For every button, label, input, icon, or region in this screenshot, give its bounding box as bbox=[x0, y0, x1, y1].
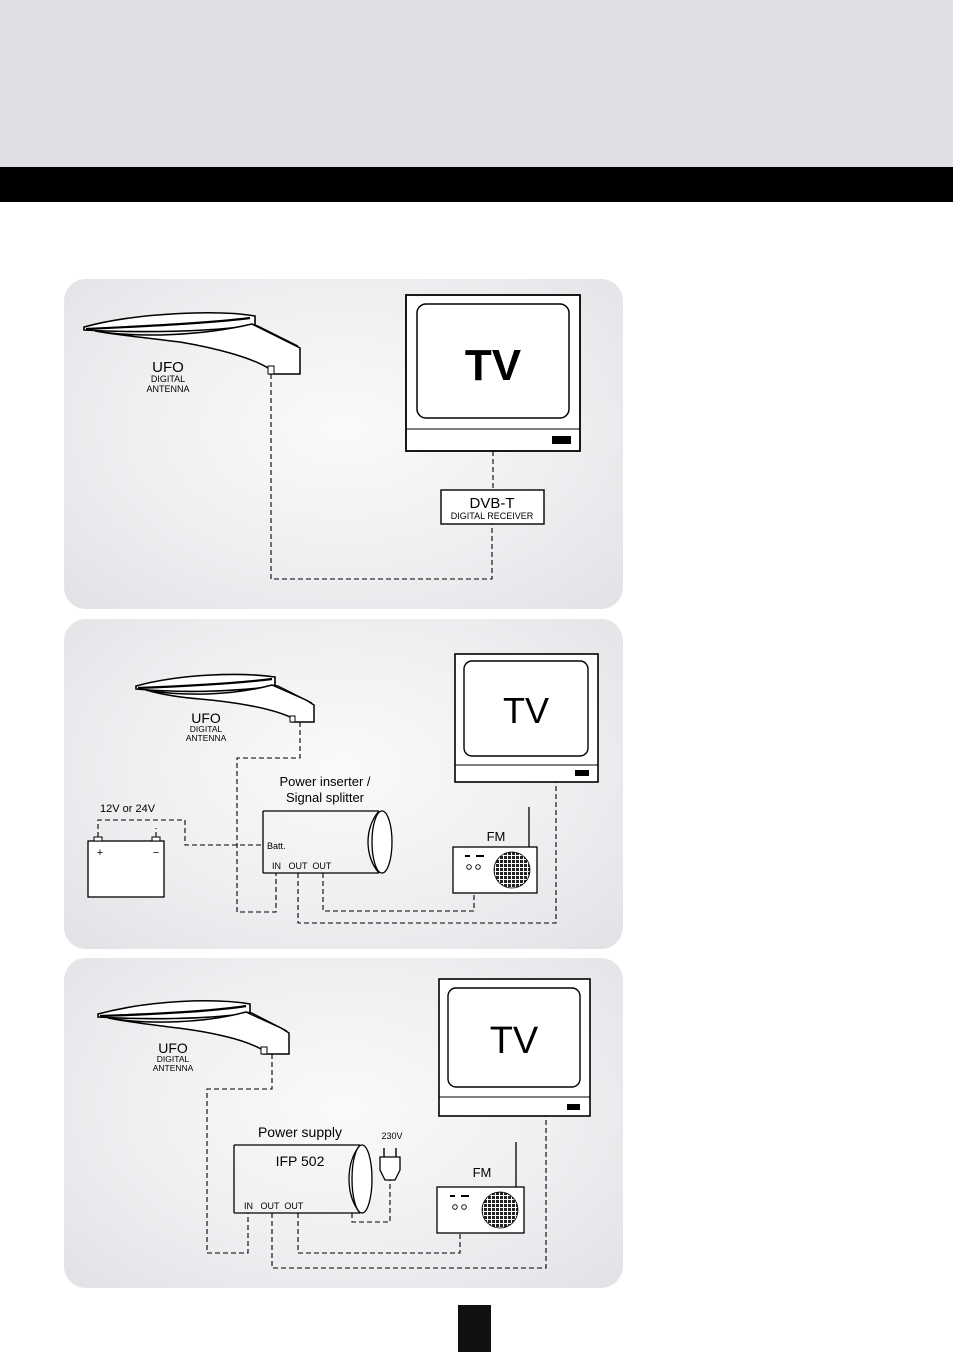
fm-radio-1 bbox=[453, 807, 537, 893]
inserter-ports-label: IN OUT OUT bbox=[272, 861, 332, 871]
mains-voltage: 230V bbox=[381, 1131, 402, 1141]
tv-3-label: TV bbox=[490, 1020, 539, 1062]
supply-title: Power supply bbox=[258, 1124, 342, 1140]
antenna-1-line2: ANTENNA bbox=[146, 384, 189, 394]
antenna-1 bbox=[84, 313, 300, 374]
antenna-2 bbox=[136, 674, 314, 722]
battery-voltage: 12V or 24V bbox=[100, 803, 156, 815]
mains-plug bbox=[380, 1148, 400, 1180]
tv-2-label: TV bbox=[503, 690, 549, 731]
battery bbox=[88, 837, 164, 897]
supply-ports-label: IN OUT OUT bbox=[244, 1201, 304, 1211]
fm-1-label: FM bbox=[487, 829, 506, 844]
antenna-3-line2: ANTENNA bbox=[153, 1063, 194, 1073]
tv-1-label: TV bbox=[465, 341, 522, 390]
receiver-name: DVB-T bbox=[470, 495, 515, 512]
antenna-3 bbox=[98, 1001, 289, 1054]
fm-2-label: FM bbox=[473, 1165, 492, 1180]
antenna-1-line1: DIGITAL bbox=[151, 374, 185, 384]
battery-plus: + bbox=[97, 847, 103, 859]
receiver-subtitle: DIGITAL RECEIVER bbox=[451, 511, 534, 521]
battery-minus: − bbox=[153, 847, 159, 859]
page-number-box bbox=[458, 1305, 491, 1352]
supply-model: IFP 502 bbox=[276, 1153, 325, 1169]
fm-radio-2 bbox=[437, 1142, 524, 1233]
antenna-2-line2: ANTENNA bbox=[186, 733, 227, 743]
inserter-title-1: Power inserter / bbox=[279, 774, 370, 789]
inserter-title-2: Signal splitter bbox=[286, 790, 365, 805]
batt-port-label: Batt. bbox=[267, 841, 286, 851]
